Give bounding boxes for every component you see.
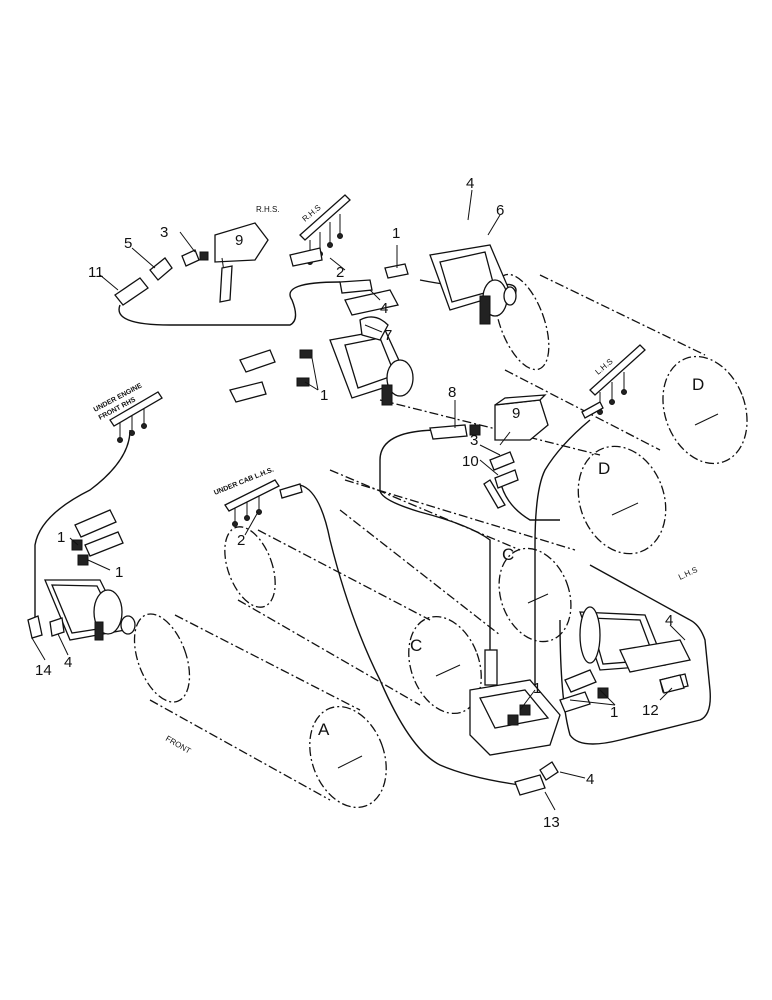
callout-numbers: 1 2 3 4 6 5 11 9 4 7 1 8 9 3 10 2 1 1 14… — [35, 175, 673, 831]
fitting-front-lower — [27, 615, 65, 639]
callout-2b: 2 — [237, 532, 245, 549]
fittings-center-rhs — [229, 247, 409, 403]
manifold-under-engine: UNDER ENGINE FRONT RHS — [93, 382, 163, 443]
callout-3: 3 — [160, 224, 168, 241]
hydraulic-pump-rhs-front — [329, 316, 414, 406]
callout-12: 12 — [642, 702, 659, 719]
callout-11: 11 — [88, 264, 104, 281]
drum-c-lower: C — [224, 526, 482, 715]
drum-label-a: A — [318, 720, 330, 739]
valve-block-central — [469, 649, 561, 756]
drum-a-front: A — [133, 613, 387, 809]
drum-label-c-lower: C — [410, 636, 422, 655]
callout-9: 9 — [235, 232, 243, 249]
valve-block-icon — [214, 222, 269, 303]
callout-4: 4 — [466, 175, 474, 192]
drum-c-middle: C — [329, 469, 572, 643]
drum-label-d-lower: D — [598, 459, 610, 478]
callout-6: 6 — [496, 202, 504, 219]
callout-1c: 1 — [57, 529, 65, 546]
fittings-rhs-left — [114, 249, 209, 306]
hydraulic-motor-rhs-rear — [429, 244, 517, 325]
hydraulic-motor-lhs-rear — [579, 606, 691, 673]
valve-block-lhs — [494, 394, 549, 441]
callout-4e: 4 — [586, 771, 594, 788]
callout-4d: 4 — [665, 612, 673, 629]
callout-5: 5 — [124, 235, 132, 252]
fittings-lhs-center — [429, 424, 519, 509]
drum-label-d-upper: D — [692, 375, 704, 394]
manifold-under-cab: UNDER CAB L.H.S. — [213, 466, 303, 527]
drum-d-lower: D — [344, 399, 667, 555]
callout-10: 10 — [462, 453, 479, 470]
callout-1f: 1 — [610, 704, 618, 721]
callout-3b: 3 — [470, 432, 478, 449]
callout-4b: 4 — [380, 300, 388, 317]
fittings-bottom — [514, 674, 685, 796]
drum-label-c-upper: C — [502, 545, 514, 564]
drum-d-upper: D — [494, 273, 748, 465]
callout-7: 7 — [384, 327, 392, 344]
lhs-side-label: L.H.S — [677, 565, 699, 582]
valve-block-rhs: R.H.S. — [214, 205, 280, 303]
callout-1: 1 — [392, 225, 400, 242]
callout-14: 14 — [35, 662, 52, 679]
callout-1b: 1 — [320, 387, 328, 404]
callout-leaders — [31, 189, 686, 811]
callout-4c: 4 — [64, 654, 72, 671]
callout-9b: 9 — [512, 405, 520, 422]
hydraulic-pump-icon — [329, 316, 414, 406]
callout-1d: 1 — [115, 564, 123, 581]
hose-fitting-icon — [114, 249, 209, 306]
front-label: FRONT — [164, 734, 192, 756]
callout-8: 8 — [448, 384, 456, 401]
rhs-label: R.H.S. — [256, 205, 280, 214]
manifold-lhs: L.H.S — [581, 344, 646, 419]
callout-1e: 1 — [533, 680, 541, 697]
callout-13: 13 — [543, 814, 560, 831]
hydraulic-motor-icon — [429, 244, 517, 325]
callout-2: 2 — [336, 264, 344, 281]
